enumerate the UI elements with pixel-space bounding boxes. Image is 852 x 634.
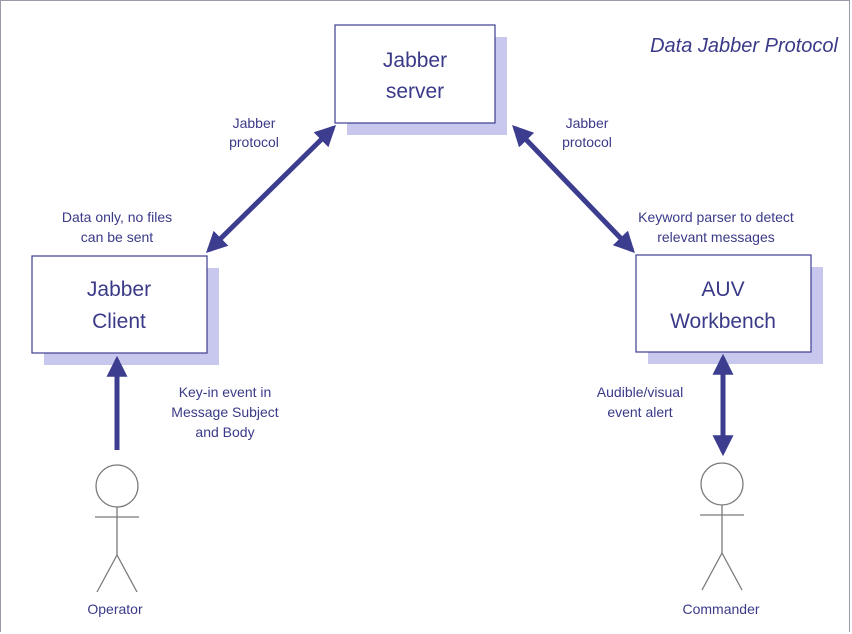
commander-label: Commander xyxy=(682,601,759,617)
protocol-note-right: Jabber protocol xyxy=(562,115,612,150)
workbench-note: Keyword parser to detect relevant messag… xyxy=(638,209,794,245)
node-box xyxy=(635,254,812,353)
operator-label: Operator xyxy=(87,601,143,617)
note-line: protocol xyxy=(229,134,279,150)
commander-actor-icon xyxy=(700,462,744,591)
node-label-line1: Jabber xyxy=(383,49,447,72)
workbench-server-arrow xyxy=(512,124,635,254)
note-line: Keyword parser to detect xyxy=(638,209,794,225)
note-line: relevant messages xyxy=(657,229,775,245)
commander-note: Audible/visual event alert xyxy=(597,384,683,420)
node-label-line2: server xyxy=(386,80,444,103)
node-box xyxy=(31,255,208,354)
client-note: Data only, no files can be sent xyxy=(62,209,172,245)
note-line: event alert xyxy=(607,404,672,420)
note-line: Audible/visual xyxy=(597,384,683,400)
node-label-line2: Workbench xyxy=(670,310,776,333)
node-box xyxy=(334,24,496,124)
note-line: protocol xyxy=(562,134,612,150)
client-server-arrow xyxy=(206,125,336,253)
auv-workbench-node: AUV Workbench xyxy=(635,254,823,364)
operator-note: Key-in event in Message Subject and Body xyxy=(171,384,279,440)
node-label-line1: AUV xyxy=(701,278,744,301)
note-line: Jabber xyxy=(566,115,609,131)
note-line: can be sent xyxy=(81,229,153,245)
protocol-note-left: Jabber protocol xyxy=(229,115,279,150)
jabber-client-node: Jabber Client xyxy=(31,255,219,365)
diagram-title: Data Jabber Protocol xyxy=(650,35,838,57)
note-line: and Body xyxy=(195,424,254,440)
note-line: Key-in event in xyxy=(179,384,272,400)
note-line: Message Subject xyxy=(171,404,279,420)
node-label-line2: Client xyxy=(92,310,146,333)
note-line: Data only, no files xyxy=(62,209,172,225)
node-label-line1: Jabber xyxy=(87,278,151,301)
operator-actor-icon xyxy=(95,464,139,593)
jabber-server-node: Jabber server xyxy=(334,24,507,135)
note-line: Jabber xyxy=(233,115,276,131)
